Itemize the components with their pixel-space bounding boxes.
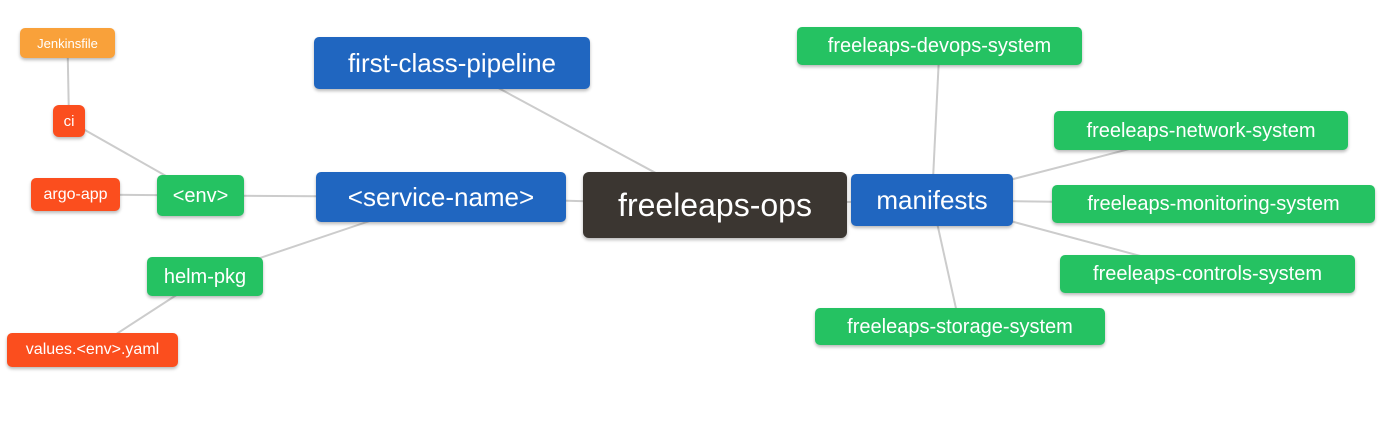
node-manifests[interactable]: manifests: [851, 174, 1013, 226]
node-jenkinsfile-label: Jenkinsfile: [37, 35, 98, 51]
node-freeleaps-monitoring-system-label: freeleaps-monitoring-system: [1087, 193, 1340, 215]
node-argo-app[interactable]: argo-app: [31, 178, 120, 211]
node-first-class-pipeline[interactable]: first-class-pipeline: [314, 37, 590, 89]
node-freeleaps-storage-system-label: freeleaps-storage-system: [847, 315, 1073, 338]
node-jenkinsfile[interactable]: Jenkinsfile: [20, 28, 115, 58]
node-service-name-label: <service-name>: [347, 182, 535, 212]
node-values-env-yaml[interactable]: values.<env>.yaml: [7, 333, 178, 367]
node-freeleaps-controls-system[interactable]: freeleaps-controls-system: [1060, 255, 1355, 293]
node-manifests-label: manifests: [876, 185, 988, 215]
node-env[interactable]: <env>: [157, 175, 244, 216]
node-argo-app-label: argo-app: [43, 185, 108, 203]
node-service-name[interactable]: <service-name>: [316, 172, 566, 222]
node-freeleaps-monitoring-system[interactable]: freeleaps-monitoring-system: [1052, 185, 1375, 223]
node-env-label: <env>: [172, 184, 229, 207]
node-first-class-pipeline-label: first-class-pipeline: [347, 48, 557, 78]
node-helm-pkg[interactable]: helm-pkg: [147, 257, 263, 296]
node-values-env-yaml-label: values.<env>.yaml: [25, 341, 160, 358]
node-ci[interactable]: ci: [53, 105, 85, 137]
node-helm-pkg-label: helm-pkg: [163, 265, 247, 288]
node-ci-label: ci: [63, 112, 75, 130]
node-freeleaps-storage-system[interactable]: freeleaps-storage-system: [815, 308, 1105, 345]
node-freeleaps-ops-label: freeleaps-ops: [618, 187, 812, 223]
node-freeleaps-devops-system-label: freeleaps-devops-system: [827, 35, 1052, 57]
node-freeleaps-controls-system-label: freeleaps-controls-system: [1093, 263, 1322, 285]
node-freeleaps-network-system[interactable]: freeleaps-network-system: [1054, 111, 1348, 150]
node-freeleaps-ops-root[interactable]: freeleaps-ops: [583, 172, 847, 238]
node-freeleaps-network-system-label: freeleaps-network-system: [1086, 119, 1316, 142]
node-freeleaps-devops-system[interactable]: freeleaps-devops-system: [797, 27, 1082, 65]
